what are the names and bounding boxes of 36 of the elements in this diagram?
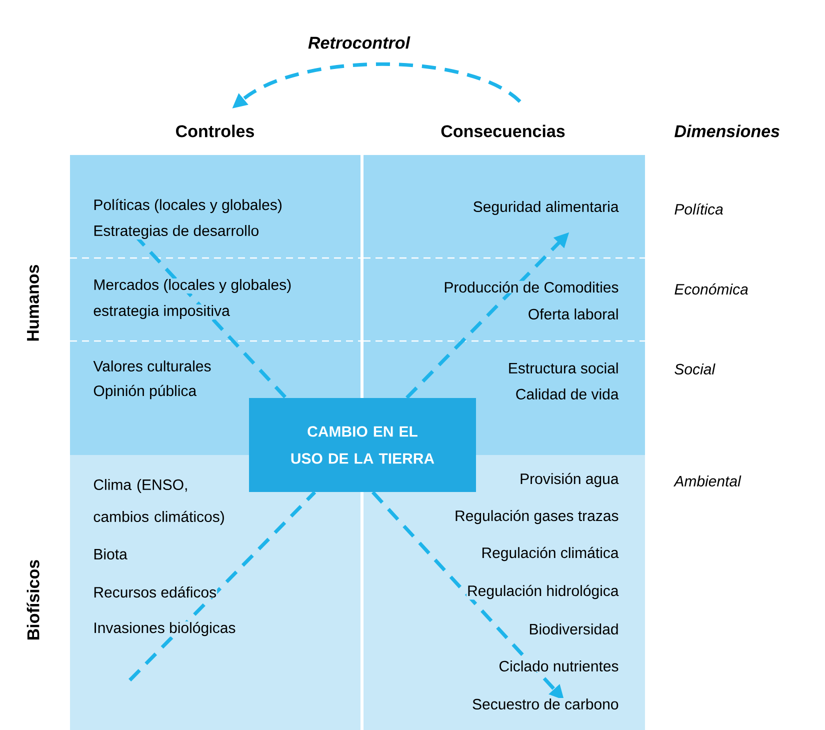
dimension-label: Ambiental xyxy=(673,476,742,486)
dimension-label: Económica xyxy=(674,283,748,295)
node-label: estrategia impositiva xyxy=(94,305,230,319)
node-label: Regulación gases trazas xyxy=(456,510,618,524)
row-label: Humanos xyxy=(27,264,39,341)
node-label: Biota xyxy=(94,548,128,560)
node-label: Producción de Comodities xyxy=(444,281,618,293)
panel-text: Seguridad alimentaria Producción de Comodities Oferta laboral Estructura social Calidad de vida xyxy=(443,200,620,400)
dimension-label: Social xyxy=(674,364,716,374)
node-label: Calidad de vida xyxy=(516,388,619,400)
node-label: Estructura social xyxy=(509,362,618,374)
panel-text: Políticas (locales y globales) Estrategias de desarrollo Mercados (locales y globales) estrategia impositiva Valores culturales Opinión pública xyxy=(92,198,292,400)
edge-label: Retrocontrol xyxy=(308,36,410,49)
node-label: Mercados (locales y globales) xyxy=(94,279,291,293)
row-label: Biofísicos xyxy=(26,560,40,640)
node-label: Regulación hidrológica xyxy=(468,584,619,600)
node-label: Seguridad alimentaria xyxy=(474,201,619,215)
node-label: Recursos edáficos xyxy=(94,586,216,598)
column-header: Dimensiones xyxy=(674,124,780,138)
panel-text: Clima (ENSO, cambios climáticos) Biota Recursos edáficos Invasiones biológicas xyxy=(92,479,236,637)
node-label: Valores culturales xyxy=(93,360,211,372)
node-label: Estrategias de desarrollo xyxy=(94,225,258,239)
central-box: CAMBIO EN EL USO DE LA TIERRA xyxy=(249,398,476,492)
node-label: Clima (ENSO, cambios climáticos) xyxy=(94,479,224,525)
node-label: Biodiversidad xyxy=(530,623,618,634)
node-label: Invasiones biológicas xyxy=(94,622,236,636)
node-label: Secuestro de carbono xyxy=(472,698,618,710)
node-label: Ciclado nutrientes xyxy=(500,660,618,672)
node-label: Opinión pública xyxy=(94,384,197,400)
node-label: Políticas (locales y globales) xyxy=(94,198,282,214)
dimension-label: Política xyxy=(674,203,723,215)
column-header: Consecuencias xyxy=(441,124,565,138)
node-label: Provisión agua xyxy=(520,472,619,488)
node-label: Oferta laboral xyxy=(528,308,618,320)
node-label: Regulación climática xyxy=(482,546,619,562)
column-header: Controles xyxy=(176,124,254,138)
